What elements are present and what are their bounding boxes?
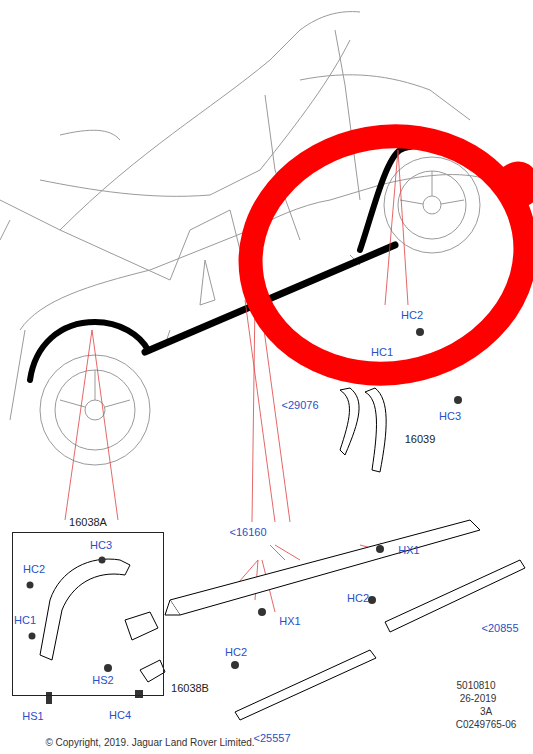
fastener-callout: HS1 [22, 710, 43, 722]
fastener-callout: HC2 [347, 592, 369, 604]
illustration-reference: 5010810 [457, 680, 496, 692]
fastener-callout: HC3 [439, 410, 461, 422]
fastener-callout: HC4 [109, 709, 131, 721]
fastener-callout: HC3 [90, 539, 112, 551]
fastener-callout: HC1 [14, 614, 36, 626]
fastener-callout: HC2 [401, 309, 423, 321]
part-number: <20855 [481, 622, 518, 634]
illustration-reference: C0249765-06 [456, 719, 517, 731]
part-number: 16039 [405, 433, 436, 445]
fastener-callout: HC1 [371, 346, 393, 358]
fastener-callout: HC2 [23, 563, 45, 575]
illustration-reference: 26-2019 [460, 693, 497, 705]
fastener-callout: HX1 [398, 544, 419, 556]
copyright-note: © Copyright, 2019. Jaguar Land Rover Lim… [45, 737, 254, 749]
fastener-callout: HC2 [225, 646, 247, 658]
loose-parts [40, 388, 525, 720]
part-number: 16038B [171, 682, 209, 694]
part-number: <25557 [253, 732, 290, 744]
fastener-callout: HS2 [92, 674, 113, 686]
group-part-number: 16038A [69, 516, 107, 528]
fastener-callout: HX1 [279, 615, 300, 627]
part-number: <16160 [229, 526, 266, 538]
illustration-reference: 3A [480, 706, 492, 718]
part-number: <29076 [281, 399, 318, 411]
red-marker-circle [232, 115, 533, 395]
